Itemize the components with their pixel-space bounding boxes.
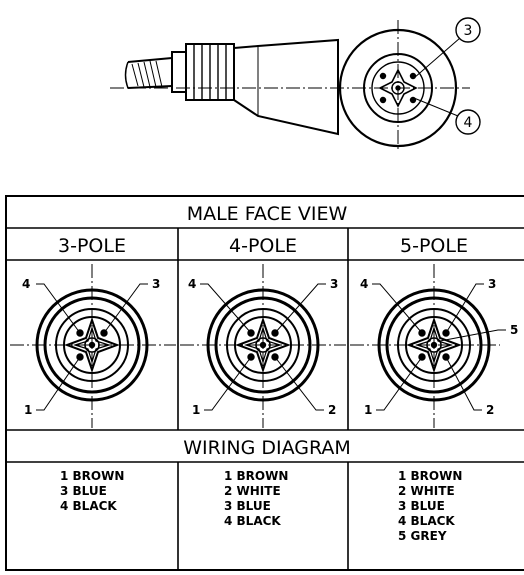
pin-label-5pole-4: 4 <box>360 277 368 291</box>
pin-label-4pole-1: 1 <box>192 403 200 417</box>
connector-side-view: 3 4 <box>110 17 481 150</box>
face-4-pole: 4 3 1 2 <box>180 264 346 428</box>
wiring-list-4-pole: 1 BROWN 2 WHITE 3 BLUE 4 BLACK <box>224 469 288 528</box>
wiring-entry: 3 BLUE <box>224 499 271 513</box>
pin-label-3pole-3: 3 <box>152 277 160 291</box>
pin-label-3pole-1: 1 <box>24 403 32 417</box>
wiring-list-3-pole: 1 BROWN 3 BLUE 4 BLACK <box>60 469 124 513</box>
wiring-entry: 1 BROWN <box>60 469 124 483</box>
wiring-entry: 4 BLACK <box>60 499 117 513</box>
pin-label-5pole-5: 5 <box>510 323 518 337</box>
wiring-entry: 1 BROWN <box>398 469 462 483</box>
callout-4-label: 4 <box>464 115 473 131</box>
knurled-collar <box>171 43 235 101</box>
pin-label-4pole-4: 4 <box>188 277 196 291</box>
pin-label-4pole-3: 3 <box>330 277 338 291</box>
wiring-entry: 1 BROWN <box>224 469 288 483</box>
column-header-3-pole: 3-POLE <box>58 235 126 257</box>
wiring-list-5-pole: 1 BROWN 2 WHITE 3 BLUE 4 BLACK 5 GREY <box>398 469 462 543</box>
wiring-entry: 2 WHITE <box>224 484 281 498</box>
pin-label-5pole-3: 3 <box>488 277 496 291</box>
pin-label-5pole-1: 1 <box>364 403 372 417</box>
wiring-entry: 3 BLUE <box>398 499 445 513</box>
pin-label-5pole-2: 2 <box>486 403 494 417</box>
pinout-table <box>5 195 524 571</box>
callout-3-label: 3 <box>464 23 473 39</box>
column-header-5-pole: 5-POLE <box>400 235 468 257</box>
wiring-entry: 2 WHITE <box>398 484 455 498</box>
wiring-entry: 4 BLACK <box>224 514 281 528</box>
callout-4: 4 <box>413 97 481 135</box>
wiring-entry: 5 GREY <box>398 529 447 543</box>
cable <box>124 57 173 89</box>
wiring-entry: 3 BLUE <box>60 484 107 498</box>
table-title: MALE FACE VIEW <box>187 203 348 225</box>
column-header-4-pole: 4-POLE <box>229 235 297 257</box>
wiring-entry: 4 BLACK <box>398 514 455 528</box>
face-5-pole: 4 3 5 1 2 <box>350 264 518 428</box>
pin-label-3pole-4: 4 <box>22 277 30 291</box>
face-3-pole: 4 3 1 <box>10 264 176 428</box>
callout-3: 3 <box>413 17 481 79</box>
wiring-diagram-header: WIRING DIAGRAM <box>183 437 351 459</box>
connector-body <box>233 38 339 136</box>
pin-label-4pole-2: 2 <box>328 403 336 417</box>
